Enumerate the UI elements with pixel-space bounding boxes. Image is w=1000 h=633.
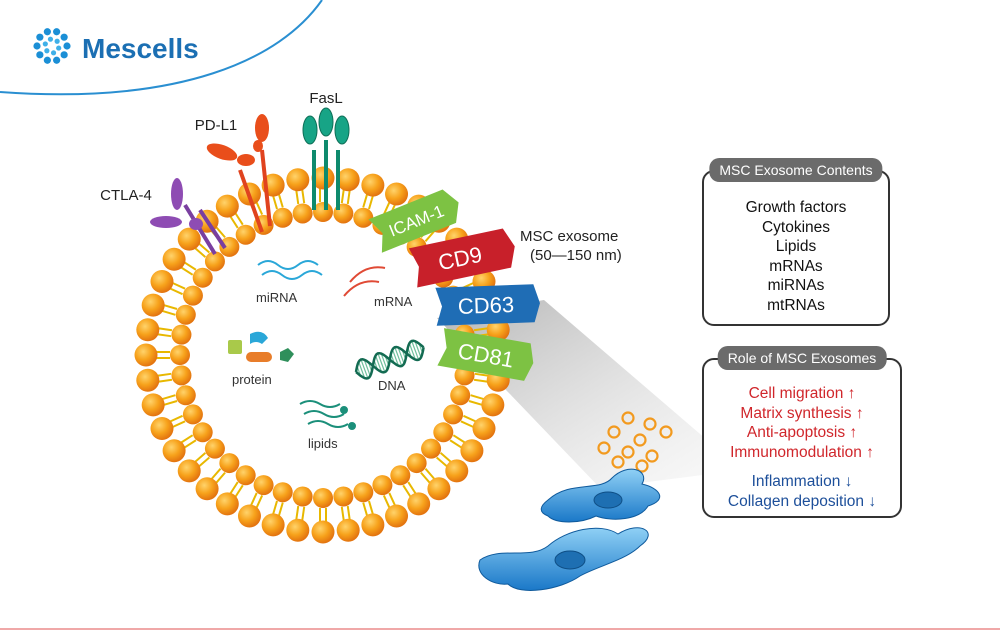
protein-icon [228, 331, 294, 362]
exosome-contents-title: MSC Exosome Contents [709, 158, 883, 182]
role-decrease-item: Inflammation ↓ [751, 473, 853, 491]
role-decrease-list: Inflammation ↓ Collagen deposition ↓ [704, 472, 900, 511]
header-swoosh-line [0, 0, 323, 96]
fasl-label: FasL [309, 90, 342, 107]
lipids-icon [299, 400, 356, 430]
mescells-logo-icon [33, 28, 71, 64]
contents-item: miRNAs [767, 277, 825, 295]
mirna-icon [257, 260, 323, 280]
exosome-size-label: (50—150 nm) [530, 247, 622, 264]
contents-item: mtRNAs [767, 296, 825, 314]
cd63-marker: CD63 [435, 284, 540, 326]
fasl-molecule [302, 107, 350, 210]
ctla4-label: CTLA-4 [100, 187, 152, 204]
exosome-role-title: Role of MSC Exosomes [717, 346, 887, 370]
role-increase-item: Immunomodulation ↑ [730, 443, 874, 461]
exosome-contents-list: Growth factors Cytokines Lipids mRNAs mi… [704, 198, 888, 316]
cd63-label: CD63 [457, 292, 514, 319]
contents-item: Lipids [775, 238, 817, 256]
header-swoosh [0, 0, 322, 95]
cd9-marker: CD9 [408, 228, 515, 288]
mrna-icon [343, 266, 386, 297]
contents-item: Cytokines [761, 218, 831, 236]
target-cell-2 [478, 527, 649, 591]
lipids-label: lipids [308, 436, 338, 451]
dna-icon [354, 339, 425, 380]
pdl1-label: PD-L1 [195, 117, 238, 134]
target-cell-1 [540, 468, 661, 523]
role-increase-item: Anti-apoptosis ↑ [746, 424, 858, 442]
small-exosomes [597, 411, 673, 473]
exosome-contents-box: MSC Exosome Contents Growth factors Cyto… [702, 158, 890, 326]
exosome-name-label: MSC exosome [520, 228, 618, 245]
brand-name: Mescells [82, 33, 199, 64]
role-increase-item: Cell migration ↑ [748, 385, 856, 402]
contents-item: Growth factors [745, 199, 847, 216]
role-increase-item: Matrix synthesis ↑ [740, 404, 864, 422]
ctla4-molecule [150, 178, 227, 256]
mirna-label: miRNA [256, 290, 297, 305]
mrna-label: mRNA [374, 294, 413, 309]
dna-label: DNA [378, 378, 406, 393]
contents-item: mRNAs [769, 257, 823, 275]
role-decrease-item: Collagen deposition ↓ [727, 492, 877, 510]
protein-label: protein [232, 372, 272, 387]
role-increase-list: Cell migration ↑ Matrix synthesis ↑ Anti… [704, 384, 900, 462]
cd81-marker: CD81 [437, 328, 534, 381]
bottom-divider [0, 628, 1000, 630]
exosome-role-box: Role of MSC Exosomes Cell migration ↑ Ma… [702, 346, 902, 518]
pdl1-molecule [206, 114, 272, 233]
